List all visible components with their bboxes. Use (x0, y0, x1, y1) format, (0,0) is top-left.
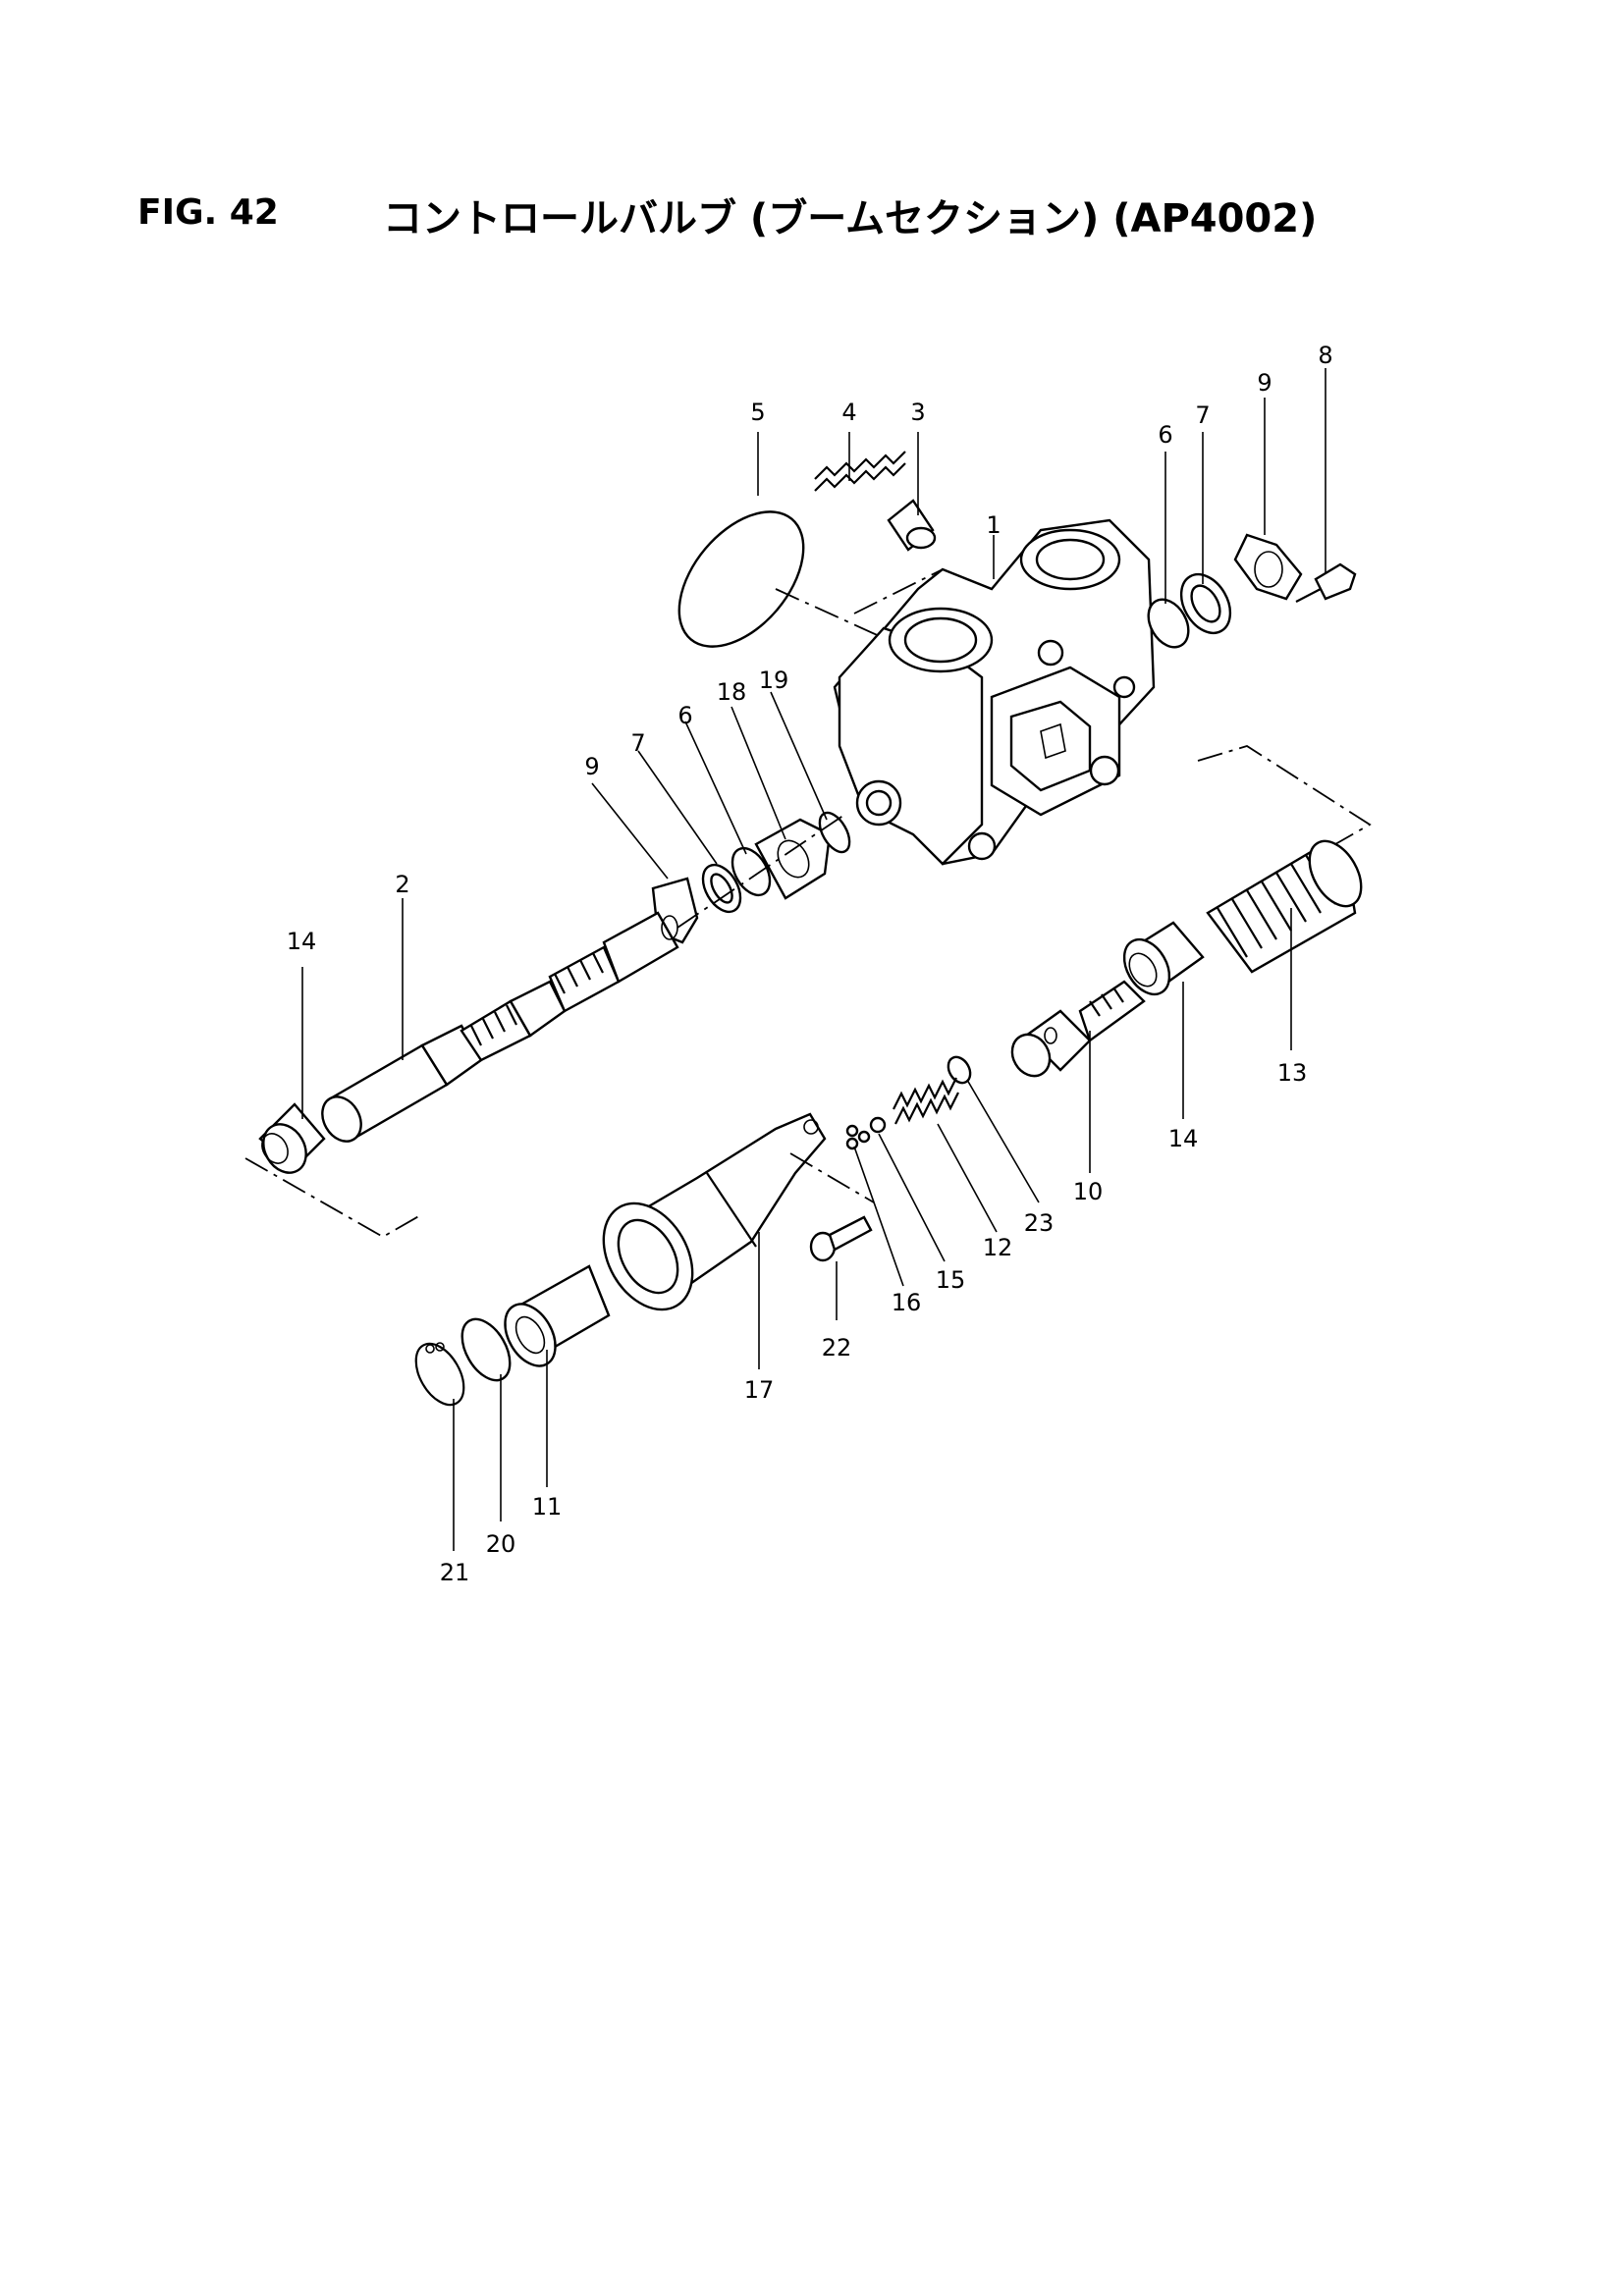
axis-line-spool (677, 814, 845, 929)
cap-14-right (1122, 921, 1205, 996)
o-ring-23 (947, 1055, 972, 1085)
callout-7-top: 7 (1195, 401, 1210, 429)
callout-14-left: 14 (287, 928, 317, 955)
callout-17: 17 (744, 1376, 775, 1404)
ball-15 (869, 1116, 887, 1134)
axis-line-cover (789, 1152, 875, 1203)
o-ring-6-top (1147, 598, 1190, 649)
bolt-8 (1295, 562, 1357, 603)
valve-body (833, 518, 1156, 866)
callout-3: 3 (910, 399, 925, 426)
leader-lines (301, 368, 1326, 1551)
callout-16: 16 (892, 1289, 922, 1316)
flange-9-top (1233, 533, 1303, 601)
callout-23: 23 (1024, 1209, 1055, 1237)
axis-line-left (244, 1157, 423, 1239)
spool-2 (321, 911, 679, 1143)
callout-9-top: 9 (1257, 369, 1272, 397)
callout-18: 18 (717, 678, 747, 706)
callout-1: 1 (986, 511, 1001, 539)
callout-6-left: 6 (677, 702, 692, 729)
callout-15: 15 (936, 1266, 966, 1294)
bolt-22 (809, 1215, 873, 1262)
figure-number: FIG. 42 (137, 192, 279, 233)
callout-4: 4 (841, 399, 856, 426)
snap-ring-21 (414, 1342, 465, 1407)
callout-labels: 5 4 3 1 6 7 9 8 9 7 6 18 19 2 14 13 14 1… (287, 342, 1333, 1586)
callout-22: 22 (822, 1334, 852, 1362)
callout-2: 2 (395, 871, 409, 898)
callout-8: 8 (1318, 342, 1332, 369)
flange-18 (754, 818, 832, 900)
spring-12 (893, 1077, 959, 1125)
sleeve-10 (1010, 980, 1146, 1078)
callout-7-left: 7 (630, 729, 645, 757)
callout-5: 5 (750, 399, 765, 426)
callout-20: 20 (486, 1530, 516, 1558)
balls-16 (845, 1124, 871, 1150)
callout-11: 11 (532, 1493, 563, 1521)
backup-ring-7-top (1179, 572, 1232, 635)
axis-line-top-2 (853, 568, 944, 614)
callout-6-top: 6 (1158, 421, 1172, 449)
poppet-3 (887, 499, 937, 552)
axis-line-top (775, 588, 885, 639)
callout-10: 10 (1073, 1178, 1104, 1205)
plug-5 (677, 510, 805, 648)
callout-9-left: 9 (584, 753, 599, 780)
callout-12: 12 (983, 1234, 1013, 1261)
spring-4 (814, 451, 906, 492)
callout-13: 13 (1277, 1059, 1308, 1087)
cover-17 (602, 1112, 827, 1311)
figure-title: コントロールバルブ (ブームセクション) (AP4002) (383, 196, 1318, 241)
callout-21: 21 (440, 1559, 470, 1586)
cap-14-left (258, 1102, 326, 1174)
spring-13 (1206, 839, 1363, 974)
axis-line-right (1197, 745, 1372, 845)
backup-ring-7-left (701, 863, 742, 914)
plug-11 (504, 1264, 611, 1367)
callout-14-right: 14 (1168, 1125, 1199, 1152)
callout-19: 19 (759, 667, 789, 694)
disc-20 (460, 1317, 512, 1382)
